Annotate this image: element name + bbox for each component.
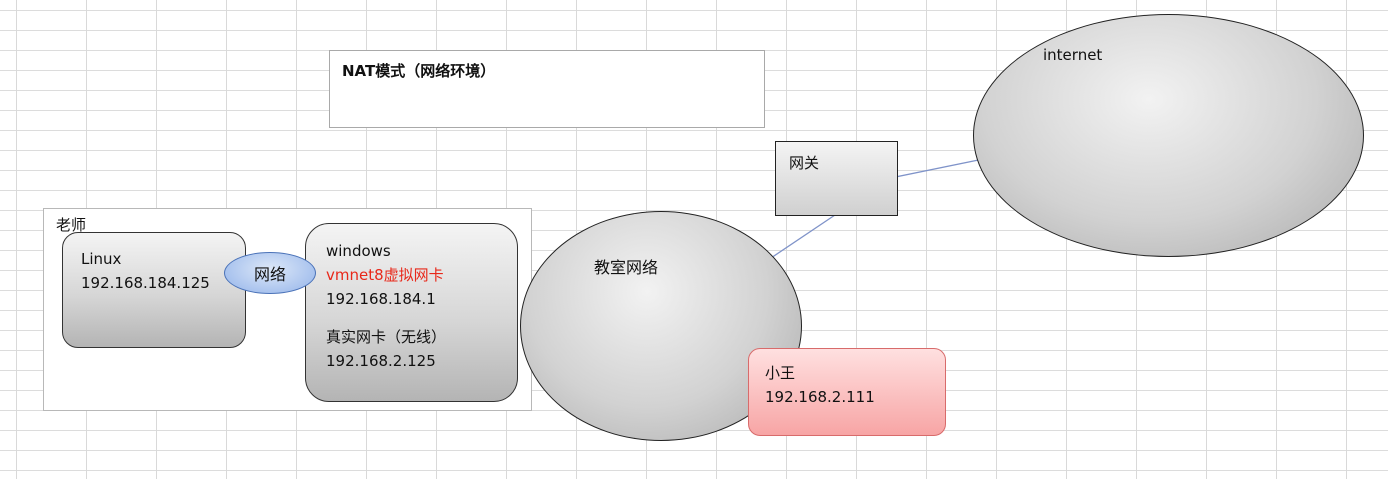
internet-ellipse xyxy=(973,14,1364,257)
teacher-label: 老师 xyxy=(56,216,87,234)
linux-ip: 192.168.184.125 xyxy=(81,274,210,292)
linux-node: Linux 192.168.184.125 xyxy=(62,232,246,348)
network-label: 网络 xyxy=(253,265,286,284)
vmnet8-ip: 192.168.184.1 xyxy=(326,290,436,308)
vmnet8-label: vmnet8虚拟网卡 xyxy=(326,266,444,284)
diagram-title-box: NAT模式（网络环境） xyxy=(329,50,765,128)
real-nic-label: 真实网卡（无线） xyxy=(326,328,447,346)
xiaowang-name: 小王 xyxy=(765,364,796,382)
windows-name: windows xyxy=(326,242,391,260)
windows-node: windows vmnet8虚拟网卡 192.168.184.1 真实网卡（无线… xyxy=(305,223,518,402)
classroom-network-label: 教室网络 xyxy=(594,258,659,277)
linux-name: Linux xyxy=(81,250,122,268)
gateway-label: 网关 xyxy=(789,154,820,172)
internet-label: internet xyxy=(1043,46,1103,64)
classroom-gateway-connector xyxy=(764,214,836,263)
real-nic-ip: 192.168.2.125 xyxy=(326,352,436,370)
network-ellipse: 网络 xyxy=(224,252,316,294)
xiaowang-node: 小王 192.168.2.111 xyxy=(748,348,946,436)
spacer xyxy=(326,311,497,325)
xiaowang-ip: 192.168.2.111 xyxy=(765,388,875,406)
gateway-node: 网关 xyxy=(775,141,898,216)
diagram-title: NAT模式（网络环境） xyxy=(342,62,496,80)
